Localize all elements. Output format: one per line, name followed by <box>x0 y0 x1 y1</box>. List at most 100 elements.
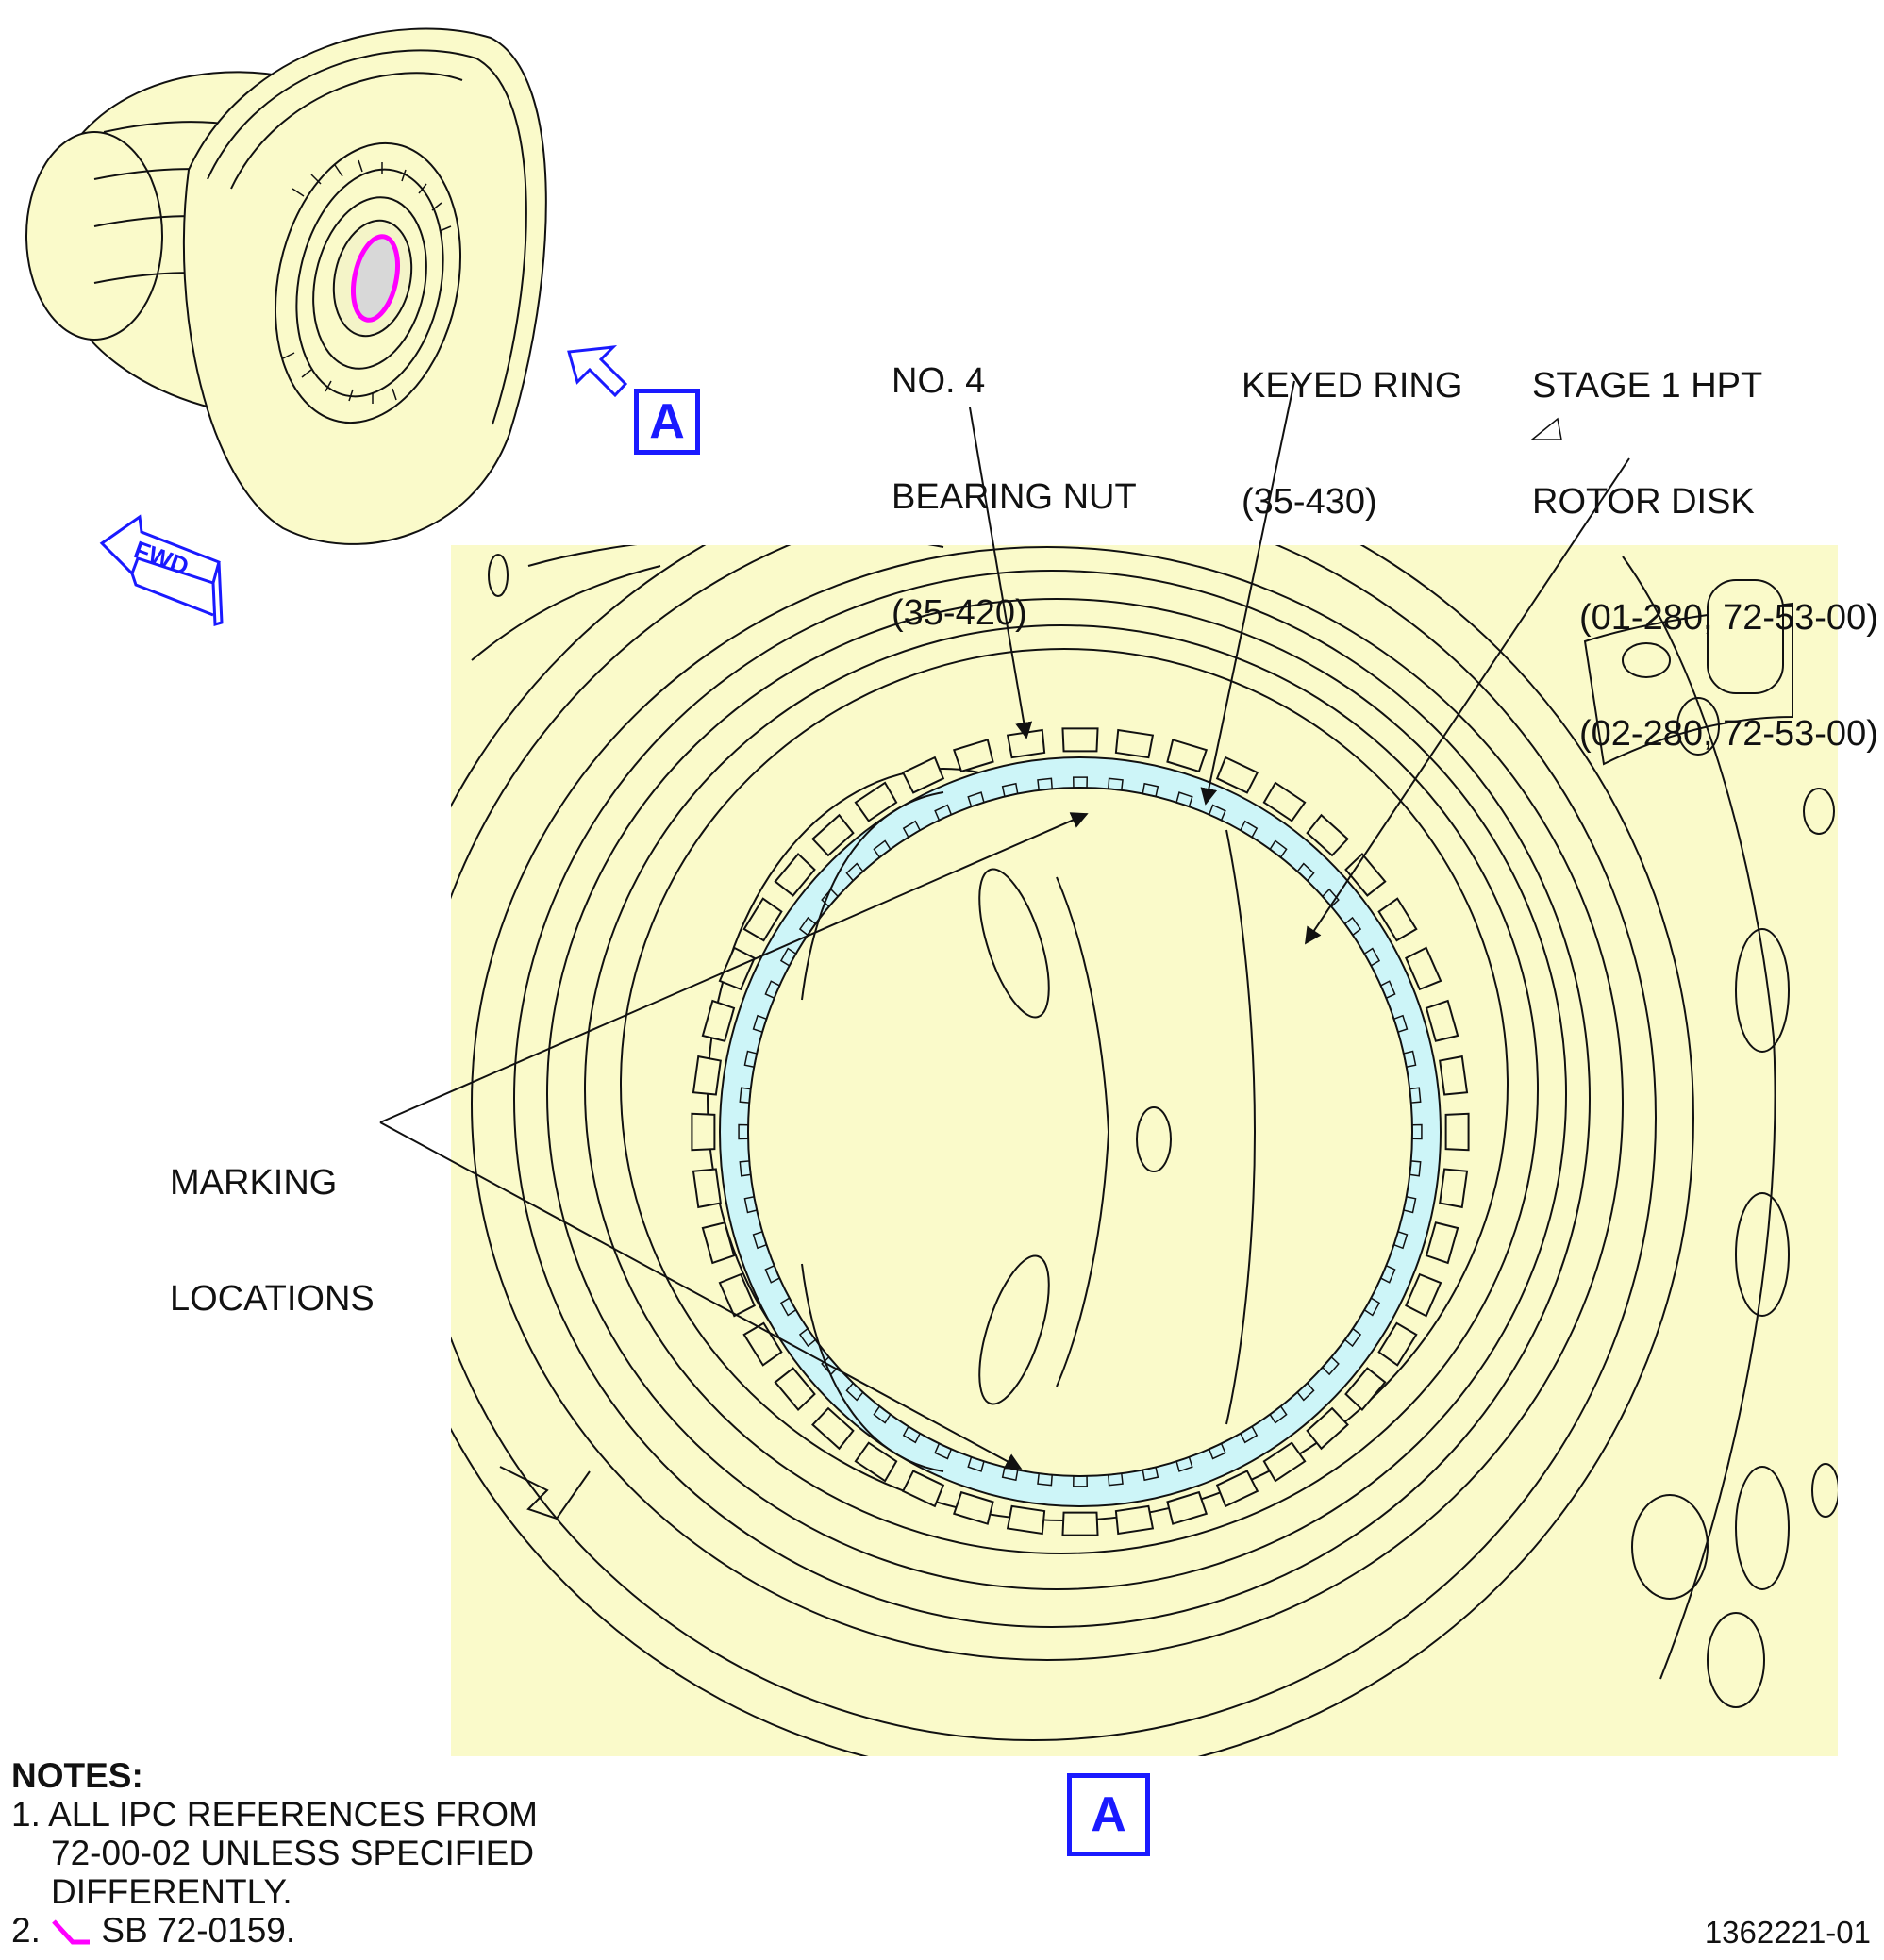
leader-lines <box>379 380 1630 1470</box>
sb-marker-icon <box>52 1919 91 1945</box>
ring-tooth <box>1343 916 1362 937</box>
ring-tooth <box>1409 1087 1422 1104</box>
ring-tooth <box>752 1230 768 1250</box>
nut-tab <box>1439 1168 1469 1209</box>
nut-tab <box>1425 1221 1459 1265</box>
ring-tooth <box>1107 1472 1124 1487</box>
nut-tab <box>1344 852 1387 897</box>
nut-tab <box>742 897 783 942</box>
ring-tooth <box>967 791 985 808</box>
bearing-nut-tabs <box>691 727 1470 1536</box>
view-callout-small: A <box>634 389 700 455</box>
leader-bearing-nut <box>969 407 1033 739</box>
nut-tab <box>1425 999 1459 1042</box>
ring-tooth <box>1392 1014 1409 1034</box>
note-1-line-2: 72-00-02 UNLESS SPECIFIED <box>51 1834 535 1872</box>
leader-marking-bottom <box>379 1121 1023 1470</box>
ring-tooth <box>743 1195 759 1214</box>
nut-tab <box>1114 1504 1155 1536</box>
ring-tooth <box>967 1455 985 1472</box>
nut-tab <box>701 1221 736 1265</box>
note-1-line-3: DIFFERENTLY. <box>51 1872 292 1911</box>
ring-tooth <box>1072 1475 1089 1487</box>
nut-tab <box>701 999 736 1042</box>
ring-tooth <box>739 1160 752 1177</box>
ring-tooth <box>934 1442 953 1460</box>
ring-tooth <box>738 1123 749 1140</box>
ring-tooth <box>873 1404 892 1424</box>
nut-tab <box>1262 781 1307 822</box>
leader-marking-top <box>379 812 1089 1123</box>
nut-tab <box>718 1272 756 1318</box>
nut-tab <box>952 739 994 773</box>
ring-tooth <box>798 1327 817 1348</box>
ring-tooth <box>1142 1466 1159 1482</box>
nut-tab <box>1377 897 1418 942</box>
engine-overview <box>25 27 547 545</box>
nut-tab <box>1215 756 1259 794</box>
figure-id: 1362221-01 <box>1704 1915 1871 1950</box>
nut-tab <box>1306 813 1349 857</box>
ring-tooth <box>1296 862 1315 882</box>
label-marking-locations: MARKING LOCATIONS <box>170 1163 375 1319</box>
ring-tooth <box>1072 776 1089 789</box>
nut-tab <box>1061 727 1099 753</box>
ring-tooth <box>1343 1327 1362 1348</box>
nut-tab <box>774 852 816 897</box>
nut-tab <box>1444 1112 1470 1152</box>
leader-rotor-disk <box>1305 457 1630 945</box>
ring-tooth <box>764 1264 781 1284</box>
keyed-ring-teeth <box>738 776 1423 1487</box>
nut-tab <box>854 781 898 822</box>
ring-tooth <box>821 1355 840 1376</box>
ring-tooth <box>752 1014 768 1034</box>
label-rotor-disk: STAGE 1 HPT ROTOR DISK (01-280, 72-53-00… <box>1532 366 1878 754</box>
fwd-arrow: FWD <box>99 514 224 626</box>
ring-tooth <box>1402 1195 1417 1214</box>
nut-tab <box>1114 728 1155 759</box>
leader-keyed-ring <box>1200 380 1295 806</box>
revision-tick <box>1529 417 1562 440</box>
nut-tab <box>1166 739 1209 773</box>
nut-tab <box>692 1055 722 1096</box>
ring-tooth <box>779 947 797 967</box>
ring-tooth <box>764 980 781 1000</box>
ring-tooth <box>1142 782 1159 798</box>
nut-tab <box>901 756 945 794</box>
ring-tooth <box>743 1050 759 1069</box>
ring-tooth <box>1269 1404 1288 1424</box>
nut-tab <box>1344 1367 1387 1412</box>
notes: NOTES: 1. ALL IPC REFERENCES FROM 72-00-… <box>11 1756 538 1950</box>
ring-tooth <box>1269 839 1288 859</box>
ring-tooth <box>779 1297 797 1317</box>
label-bearing-nut: NO. 4 BEARING NUT (35-420) <box>892 361 1137 633</box>
ring-tooth <box>1208 1442 1226 1460</box>
nut-tab <box>1262 1441 1307 1483</box>
nut-tab <box>811 813 855 857</box>
ring-tooth <box>1175 791 1193 808</box>
nut-tab <box>1377 1321 1418 1367</box>
ring-tooth <box>902 820 922 839</box>
nut-tab <box>1215 1470 1259 1508</box>
ring-tooth <box>821 888 840 908</box>
ring-tooth <box>1037 1472 1054 1487</box>
ring-tooth <box>1363 947 1381 967</box>
ring-tooth <box>1296 1382 1315 1402</box>
ring-tooth <box>1363 1297 1381 1317</box>
ring-tooth <box>1239 1425 1259 1444</box>
ring-tooth <box>845 862 864 882</box>
ring-tooth <box>902 1425 922 1444</box>
ring-tooth <box>1107 777 1124 791</box>
view-callout-detail: A <box>1067 1773 1150 1856</box>
ring-tooth <box>1392 1230 1409 1250</box>
detail-view-a <box>451 545 1838 1756</box>
nut-tab <box>692 1168 722 1209</box>
ring-tooth <box>1379 980 1396 1000</box>
nut-tab <box>691 1112 716 1152</box>
ring-tooth <box>1037 777 1054 791</box>
ring-tooth <box>739 1087 752 1104</box>
fwd-label: FWD <box>130 535 192 580</box>
nut-tab <box>1006 1504 1046 1536</box>
ring-tooth <box>798 916 817 937</box>
